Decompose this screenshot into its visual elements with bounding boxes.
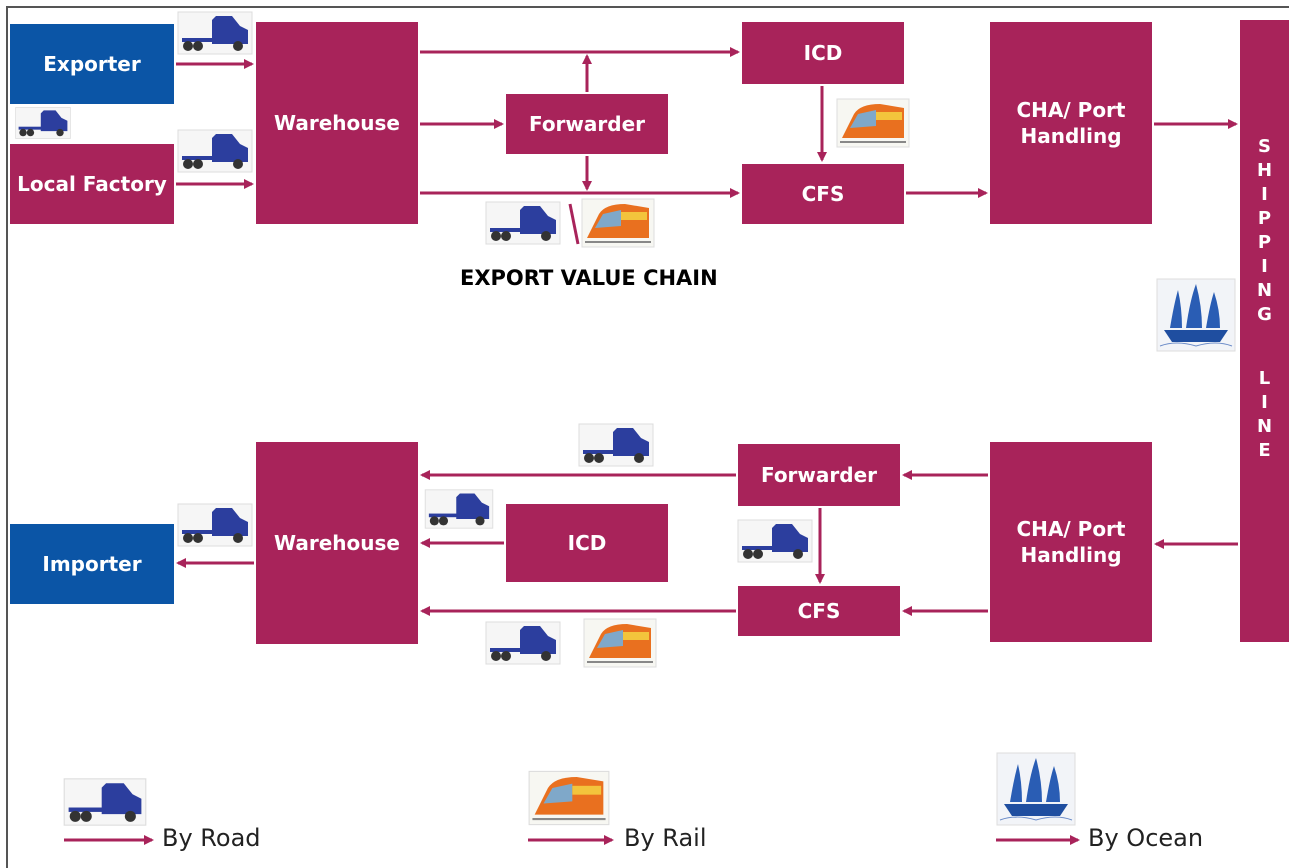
- shipping-line-bar: [1240, 20, 1289, 642]
- import-icd-box: ICD: [506, 504, 668, 582]
- legend-rail-label: By Rail: [624, 824, 707, 852]
- shipping-letter: I: [1261, 184, 1268, 205]
- truck-icon: [578, 423, 654, 467]
- truck-icon: [177, 503, 253, 547]
- truck-icon: [63, 778, 147, 826]
- train-icon: [583, 618, 657, 668]
- legend-ocean-label: By Ocean: [1088, 824, 1204, 852]
- ship-icon: [996, 752, 1076, 826]
- export-cfs-box: CFS: [742, 164, 904, 224]
- export-cha-box: CHA/ Port Handling: [990, 22, 1152, 224]
- import-cfs-box: CFS: [738, 586, 900, 636]
- truck-icon: [737, 519, 813, 563]
- import-cha-box: CHA/ Port Handling: [990, 442, 1152, 642]
- legend-road-label: By Road: [162, 824, 261, 852]
- exporter-box: Exporter: [10, 24, 174, 104]
- shipping-line-label: S H I P P I N G L I N E: [1240, 135, 1289, 463]
- truck-icon: [485, 201, 561, 245]
- ship-icon: [1156, 278, 1236, 352]
- train-icon: [528, 770, 610, 826]
- export-icd-box: ICD: [742, 22, 904, 84]
- truck-icon: [424, 489, 494, 529]
- export-warehouse-box: Warehouse: [256, 22, 418, 224]
- slash-separator: [568, 203, 580, 245]
- truck-icon: [485, 621, 561, 665]
- train-icon: [581, 198, 655, 248]
- truck-icon: [177, 11, 253, 55]
- shipping-letter: P: [1257, 208, 1272, 229]
- shipping-letter: I: [1261, 392, 1268, 413]
- shipping-letter: L: [1258, 368, 1271, 389]
- shipping-letter: P: [1257, 232, 1272, 253]
- local-factory-box: Local Factory: [10, 144, 174, 224]
- diagram-frame: [6, 6, 1289, 868]
- train-icon: [836, 98, 910, 148]
- shipping-letter: E: [1258, 440, 1271, 461]
- import-warehouse-box: Warehouse: [256, 442, 418, 644]
- export-value-chain-title: EXPORT VALUE CHAIN: [460, 266, 718, 290]
- importer-box: Importer: [10, 524, 174, 604]
- import-forwarder-box: Forwarder: [738, 444, 900, 506]
- shipping-letter: N: [1256, 416, 1273, 437]
- shipping-letter: I: [1261, 256, 1268, 277]
- shipping-letter: N: [1256, 280, 1273, 301]
- shipping-letter: H: [1256, 160, 1273, 181]
- export-forwarder-box: Forwarder: [506, 94, 668, 154]
- truck-icon: [177, 129, 253, 173]
- truck-icon: [15, 107, 71, 139]
- shipping-letter: G: [1257, 304, 1272, 325]
- shipping-letter: S: [1258, 136, 1271, 157]
